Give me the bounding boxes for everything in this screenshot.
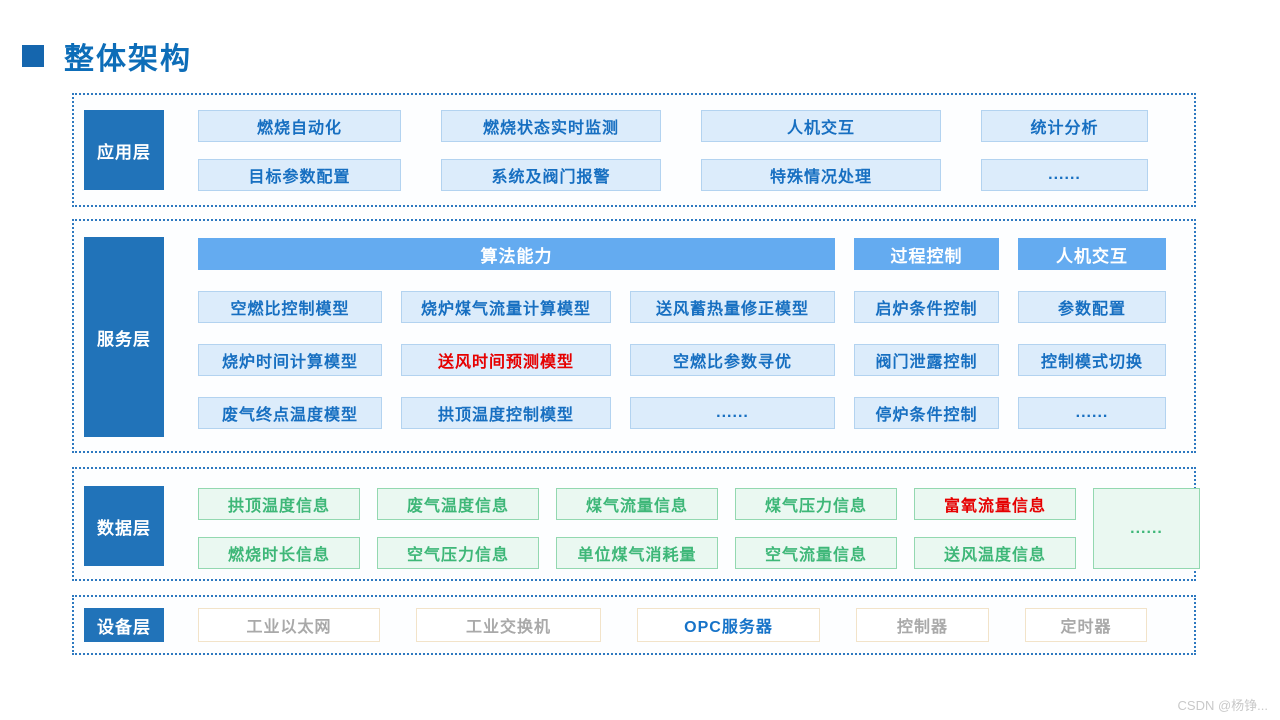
data-item-highlighted: 富氧流量信息 — [914, 488, 1076, 520]
page-title-text: 整体架构 — [64, 43, 192, 76]
service-item-more: ...... — [1018, 397, 1166, 429]
app-item: 燃烧状态实时监测 — [441, 110, 661, 142]
service-item: 参数配置 — [1018, 291, 1166, 323]
application-items-grid: 燃烧自动化 燃烧状态实时监测 人机交互 统计分析 目标参数配置 系统及阀门报警 … — [198, 110, 1148, 191]
device-items-grid: 工业以太网 工业交换机 OPC服务器 控制器 定时器 — [198, 608, 1147, 642]
layer-label-service: 服务层 — [84, 237, 164, 437]
app-item: 燃烧自动化 — [198, 110, 401, 142]
title-bullet-icon — [22, 45, 44, 67]
data-item: 煤气压力信息 — [735, 488, 897, 520]
device-item: 定时器 — [1025, 608, 1147, 642]
data-item: 空气压力信息 — [377, 537, 539, 569]
service-header-process-control: 过程控制 — [854, 238, 999, 270]
app-item: 特殊情况处理 — [701, 159, 941, 191]
app-item: 统计分析 — [981, 110, 1148, 142]
service-item: 空燃比参数寻优 — [630, 344, 835, 376]
service-item: 空燃比控制模型 — [198, 291, 382, 323]
service-header-algorithm: 算法能力 — [198, 238, 835, 270]
data-item: 单位煤气消耗量 — [556, 537, 718, 569]
data-item: 废气温度信息 — [377, 488, 539, 520]
data-item: 送风温度信息 — [914, 537, 1076, 569]
service-item: 启炉条件控制 — [854, 291, 999, 323]
device-item-opc-server: OPC服务器 — [637, 608, 820, 642]
service-item: 送风蓄热量修正模型 — [630, 291, 835, 323]
page-title: 整体架构 — [22, 34, 192, 78]
data-item: 燃烧时长信息 — [198, 537, 360, 569]
service-header-hmi: 人机交互 — [1018, 238, 1166, 270]
device-item: 工业交换机 — [416, 608, 601, 642]
service-item-more: ...... — [630, 397, 835, 429]
data-item: 煤气流量信息 — [556, 488, 718, 520]
service-item: 停炉条件控制 — [854, 397, 999, 429]
application-layer-panel: 应用层 燃烧自动化 燃烧状态实时监测 人机交互 统计分析 目标参数配置 系统及阀… — [72, 93, 1196, 207]
watermark-text: CSDN @杨铮... — [1177, 698, 1268, 713]
service-item: 拱顶温度控制模型 — [401, 397, 611, 429]
data-item: 拱顶温度信息 — [198, 488, 360, 520]
layer-label-device: 设备层 — [84, 608, 164, 642]
device-item: 工业以太网 — [198, 608, 380, 642]
app-item: 人机交互 — [701, 110, 941, 142]
app-item-more: ...... — [981, 159, 1148, 191]
service-item: 烧炉煤气流量计算模型 — [401, 291, 611, 323]
layer-label-data: 数据层 — [84, 486, 164, 566]
data-item: 空气流量信息 — [735, 537, 897, 569]
data-items-grid: 拱顶温度信息 废气温度信息 煤气流量信息 煤气压力信息 富氧流量信息 .....… — [198, 488, 1200, 569]
app-item: 系统及阀门报警 — [441, 159, 661, 191]
service-item: 废气终点温度模型 — [198, 397, 382, 429]
service-item: 阀门泄露控制 — [854, 344, 999, 376]
device-item: 控制器 — [856, 608, 989, 642]
data-layer-panel: 数据层 拱顶温度信息 废气温度信息 煤气流量信息 煤气压力信息 富氧流量信息 .… — [72, 467, 1200, 581]
app-item: 目标参数配置 — [198, 159, 401, 191]
data-item-more: ...... — [1093, 488, 1200, 569]
service-layer-panel: 服务层 算法能力 过程控制 人机交互 空燃比控制模型 烧炉煤气流量计算模型 送风… — [72, 219, 1196, 453]
service-items-grid: 算法能力 过程控制 人机交互 空燃比控制模型 烧炉煤气流量计算模型 送风蓄热量修… — [198, 238, 1166, 429]
device-layer-panel: 设备层 工业以太网 工业交换机 OPC服务器 控制器 定时器 — [72, 595, 1196, 655]
service-item: 烧炉时间计算模型 — [198, 344, 382, 376]
service-item: 控制模式切换 — [1018, 344, 1166, 376]
service-item-highlighted: 送风时间预测模型 — [401, 344, 611, 376]
layer-label-application: 应用层 — [84, 110, 164, 190]
